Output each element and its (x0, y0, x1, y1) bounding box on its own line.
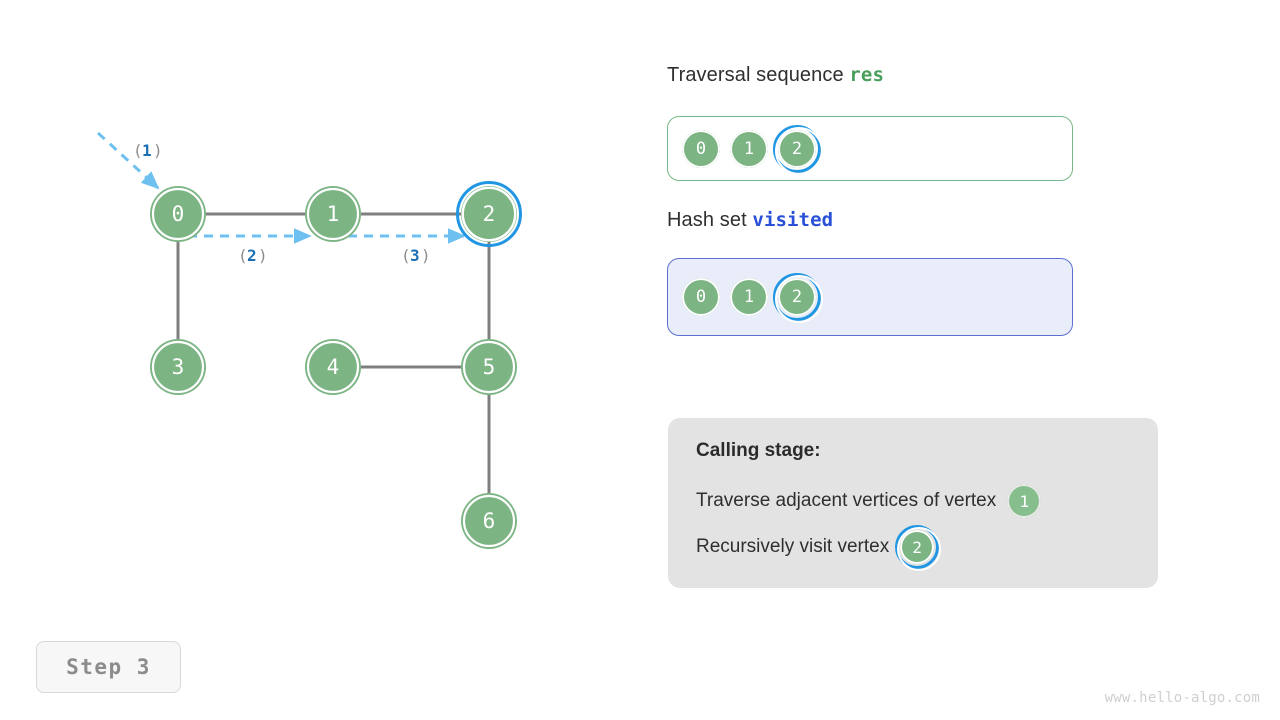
traversal-arrow-1 (96, 131, 160, 190)
visited-box: 0 1 2 (667, 258, 1073, 336)
calling-stage-line-2-text: Recursively visit vertex (696, 536, 890, 557)
step-indicator: Step 3 (36, 641, 181, 693)
res-section-title: Traversal sequence res (667, 64, 884, 87)
arrow-label-1-open: ( (133, 141, 143, 160)
visited-token-1-label: 1 (743, 287, 755, 307)
visited-token-0-label: 0 (695, 287, 707, 307)
res-token-1[interactable]: 1 (730, 129, 768, 168)
graph-node-4-label: 4 (327, 355, 340, 379)
visited-token-0[interactable]: 0 (682, 278, 720, 316)
res-token-2-label: 2 (791, 138, 803, 159)
state-panel: Traversal sequence res 0 1 2 Hash set vi… (660, 0, 1280, 720)
arrow-label-1-close: ) (153, 141, 163, 160)
visited-token-2[interactable]: 2 (772, 272, 823, 323)
calling-stage-line-1-text: Traverse adjacent vertices of vertex (696, 490, 997, 511)
graph-node-0-label: 0 (172, 202, 185, 226)
graph-panel: ( 1 ) ( 2 ) ( 3 ) 0 1 (96, 131, 522, 549)
graph-nodes: 0 1 2 3 4 (150, 181, 522, 549)
visited-token-2-label: 2 (791, 287, 803, 307)
res-token-0[interactable]: 0 (682, 129, 720, 168)
graph-node-4[interactable]: 4 (305, 339, 361, 395)
graph-node-1[interactable]: 1 (305, 186, 361, 242)
calling-stage-heading: Calling stage: (696, 440, 821, 461)
graph-node-1-label: 1 (327, 202, 340, 226)
calling-stage-line-2-badge-label: 2 (912, 537, 923, 557)
visited-section-title: Hash set visited (667, 209, 833, 232)
arrow-label-3-open: ( (401, 246, 411, 265)
res-token-0-label: 0 (695, 138, 707, 159)
arrow-order-labels: ( 1 ) ( 2 ) ( 3 ) (133, 141, 431, 265)
arrow-label-1-number: 1 (142, 141, 152, 160)
visited-title-code: visited (752, 209, 834, 231)
graph-node-3-label: 3 (172, 355, 185, 379)
calling-stage-line-1-badge-label: 1 (1019, 491, 1030, 511)
calling-stage-line-2-badge: 2 (894, 524, 942, 571)
graph-node-2-label: 2 (483, 202, 496, 226)
arrow-label-2-close: ) (258, 246, 268, 265)
graph-node-6-label: 6 (483, 509, 496, 533)
visited-token-row: 0 1 2 (682, 272, 823, 323)
traversal-arrows (96, 131, 466, 244)
arrow-label-3-close: ) (421, 246, 431, 265)
arrow-label-3-number: 3 (410, 246, 420, 265)
visited-title-text: Hash set (667, 209, 747, 231)
graph-node-5-label: 5 (483, 355, 496, 379)
res-token-1-label: 1 (743, 138, 755, 159)
calling-stage-line-1: Traverse adjacent vertices of vertex 1 (696, 484, 1132, 518)
calling-stage-line-2: Recursively visit vertex 2 (696, 524, 1132, 571)
calling-stage-line-1-badge: 1 (1007, 484, 1042, 518)
res-title-text: Traversal sequence (667, 64, 844, 86)
arrow-label-2-number: 2 (247, 246, 257, 265)
graph-node-6[interactable]: 6 (461, 493, 517, 549)
res-title-code: res (849, 64, 884, 86)
graph-node-2-highlight-ring (456, 181, 522, 247)
graph-node-2[interactable]: 2 (456, 181, 522, 247)
dfs-graph-diagram: ( 1 ) ( 2 ) ( 3 ) 0 1 (96, 131, 522, 549)
graph-edges (176, 212, 491, 493)
res-token-row: 0 1 2 (682, 124, 823, 175)
res-token-2[interactable]: 2 (772, 124, 823, 175)
visited-token-1[interactable]: 1 (730, 278, 768, 316)
graph-node-0[interactable]: 0 (150, 186, 206, 242)
graph-node-3[interactable]: 3 (150, 339, 206, 395)
arrow-label-2-open: ( (238, 246, 248, 265)
res-box: 0 1 2 (667, 116, 1073, 181)
site-watermark: www.hello-algo.com (1104, 690, 1260, 706)
calling-stage-card: Calling stage: Traverse adjacent vertice… (668, 418, 1158, 588)
graph-node-5[interactable]: 5 (461, 339, 517, 395)
